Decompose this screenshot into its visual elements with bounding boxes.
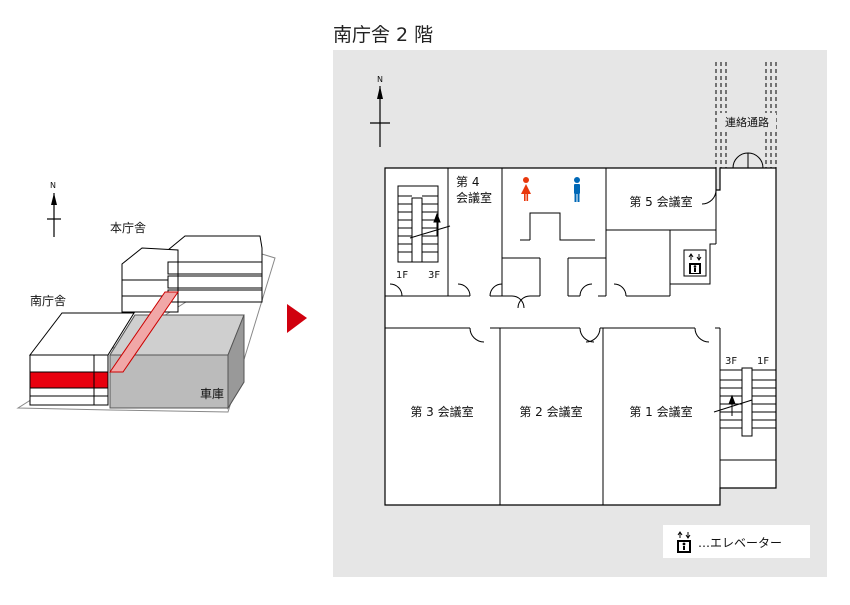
overview-north-arrow-icon: N <box>47 181 61 237</box>
room3-label: 第 3 会議室 <box>410 404 473 419</box>
room5-label: 第 5 会議室 <box>629 194 692 209</box>
label-garage: 車庫 <box>200 387 224 401</box>
floor-title: 南庁舎 2 階 <box>333 24 434 46</box>
doors <box>389 189 717 343</box>
stairs-left-upper-label: 3F <box>428 270 440 281</box>
legend-label: …エレベーター <box>698 536 782 550</box>
stairs-left-lower-label: 1F <box>396 270 408 281</box>
svg-text:N: N <box>50 181 56 190</box>
stairs-right-lower-label: 1F <box>757 356 769 367</box>
legend: …エレベーター <box>663 525 810 558</box>
svg-text:N: N <box>377 75 383 84</box>
female-toilet-icon <box>521 177 531 201</box>
label-main-building: 本庁舎 <box>110 221 146 235</box>
plan-north-arrow-icon: N <box>370 75 390 147</box>
male-toilet-icon <box>574 177 580 202</box>
stairs-right <box>713 367 777 461</box>
label-corridor-link: 連絡通路 <box>725 115 769 129</box>
room1-label: 第 1 会議室 <box>629 404 692 419</box>
room4-label-line1: 第 4 <box>456 175 479 189</box>
room2-label: 第 2 会議室 <box>519 404 582 419</box>
pointer-arrow-icon <box>287 304 307 333</box>
overview-diagram: N 本庁舎 南庁舎 <box>16 181 276 413</box>
floor-plan-walls <box>384 167 777 506</box>
stairs-right-upper-label: 3F <box>725 356 737 367</box>
elevator-icon <box>683 249 707 277</box>
main-building-shape <box>121 235 263 313</box>
corridor-link: 連絡通路 <box>715 62 777 169</box>
room4-label-line2: 会議室 <box>456 190 492 205</box>
legend-elevator-icon <box>677 531 691 553</box>
interior-walls <box>385 168 776 505</box>
overview-corridor <box>109 291 179 373</box>
south-building-shape <box>28 312 135 406</box>
label-south-building: 南庁舎 <box>30 293 66 308</box>
stairs-left <box>397 185 451 263</box>
